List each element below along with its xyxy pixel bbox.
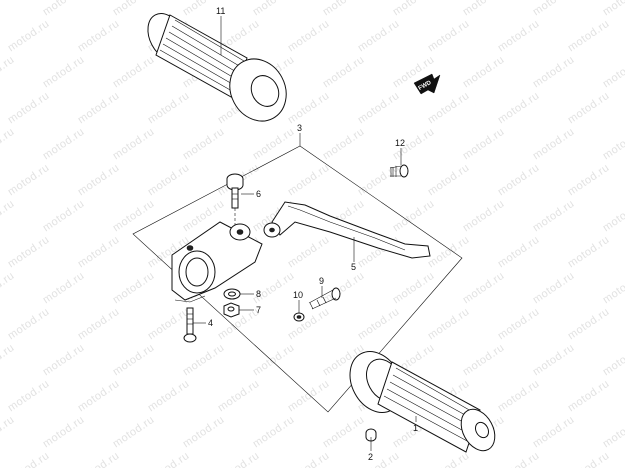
- part-label-12: 12: [395, 138, 405, 148]
- end-cap-drawing: [365, 428, 377, 442]
- left-grip-drawing: [147, 13, 287, 122]
- pivot-bolt-drawing: [226, 173, 244, 240]
- washer-drawing: [223, 288, 241, 300]
- assembly-outline: [132, 145, 463, 413]
- cable-nipple-drawing: [293, 312, 305, 322]
- part-label-9: 9: [319, 276, 324, 286]
- bar-end-screw-drawing: [389, 164, 409, 178]
- part-label-2: 2: [368, 452, 373, 462]
- forward-marker: FWD: [413, 73, 441, 95]
- part-label-5: 5: [351, 262, 356, 272]
- part-label-7: 7: [256, 305, 261, 315]
- adjuster-screw-drawing: [308, 287, 341, 310]
- clutch-lever-drawing: [263, 201, 431, 259]
- part-label-11: 11: [216, 6, 225, 16]
- part-label-1: 1: [413, 423, 418, 433]
- nut-drawing: [223, 302, 240, 318]
- part-label-6: 6: [256, 189, 261, 199]
- part-label-8: 8: [256, 289, 261, 299]
- right-grip-drawing: [349, 351, 496, 453]
- leader-lines: [193, 16, 417, 451]
- part-label-4: 4: [208, 318, 213, 328]
- forward-arrow-icon: [413, 73, 441, 95]
- part-labels: 11 3 12 6 5 9 10 8 7 4 1 2: [208, 6, 418, 462]
- holder-bolt-drawing: [183, 307, 197, 343]
- part-label-10: 10: [293, 290, 303, 300]
- lever-holder-drawing: [171, 221, 263, 303]
- part-label-3: 3: [297, 123, 302, 133]
